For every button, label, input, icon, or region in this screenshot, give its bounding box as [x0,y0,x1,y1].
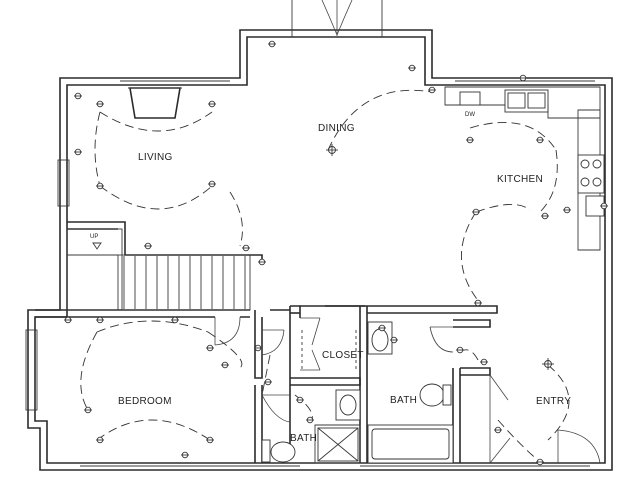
outlet-icon [494,426,502,434]
outlet-icon [466,136,474,144]
outlet-icon [600,202,608,210]
outlet-icon [268,40,276,48]
room-labels: DINING LIVING KITCHEN CLOSET BEDROOM BAT… [118,123,571,444]
outlet-icon [258,258,266,266]
outlet-icon [242,244,250,252]
small-toilet [270,441,296,463]
outlet-icon [144,242,152,250]
room-label-entry: ENTRY [536,396,571,407]
outlet-icon [221,361,229,369]
room-label-bath-small: BATH [290,433,317,444]
outlet-icon [208,180,216,188]
patio-door [291,0,383,37]
outlet-icon [408,64,416,72]
room-label-kitchen: KITCHEN [497,174,543,185]
outlet-icon [96,436,104,444]
ceiling-lights [326,144,554,370]
outlet-icon [96,182,104,190]
room-label-bath-center: BATH [390,395,417,406]
outlet-icon [96,316,104,324]
outlet-icon [74,148,82,156]
outlet-icon [296,396,304,404]
toilet [419,383,445,407]
outlet-icon [208,100,216,108]
staircase: UP [66,228,251,311]
outlet-icon [563,206,571,214]
outlet-icon [74,92,82,100]
room-label-closet: CLOSET [322,350,364,361]
outlet-icon [474,299,482,307]
outlet-icon [181,451,189,459]
room-label-bedroom: BEDROOM [118,396,172,407]
light-fixture-dining [326,144,338,156]
outlets [64,40,608,466]
outlet-icon [480,358,488,366]
dishwasher [459,91,481,106]
room-label-living: LIVING [138,152,173,163]
electrical-wiring [80,89,570,463]
fixtures: DW [128,87,605,464]
outlet-icon [456,346,464,354]
outlet-icon [206,436,214,444]
stairs-up-label: UP [90,234,98,240]
room-label-dining: DINING [318,123,355,134]
light-fixture-entry [542,358,554,370]
range-stove [577,154,605,194]
outlet-icon [536,458,544,466]
dishwasher-label: DW [465,112,475,118]
outlet-icon [64,316,72,324]
outlet-icon [519,74,527,82]
outlet-icon [206,344,214,352]
outlet-icon [264,378,272,386]
outlet-icon [96,100,104,108]
outlet-icon [84,406,92,414]
small-bath-sink [339,394,357,416]
outlet-icon [171,316,179,324]
door-swings [214,316,601,464]
bath-sink [371,328,389,352]
outlet-icon [390,336,398,344]
outlet-icon [472,208,480,216]
outlet-icon [254,344,262,352]
outlet-icon [541,212,549,220]
outlet-icon [378,324,386,332]
outlet-icon [306,416,314,424]
outlet-icon [536,136,544,144]
outlet-icon [428,86,436,94]
